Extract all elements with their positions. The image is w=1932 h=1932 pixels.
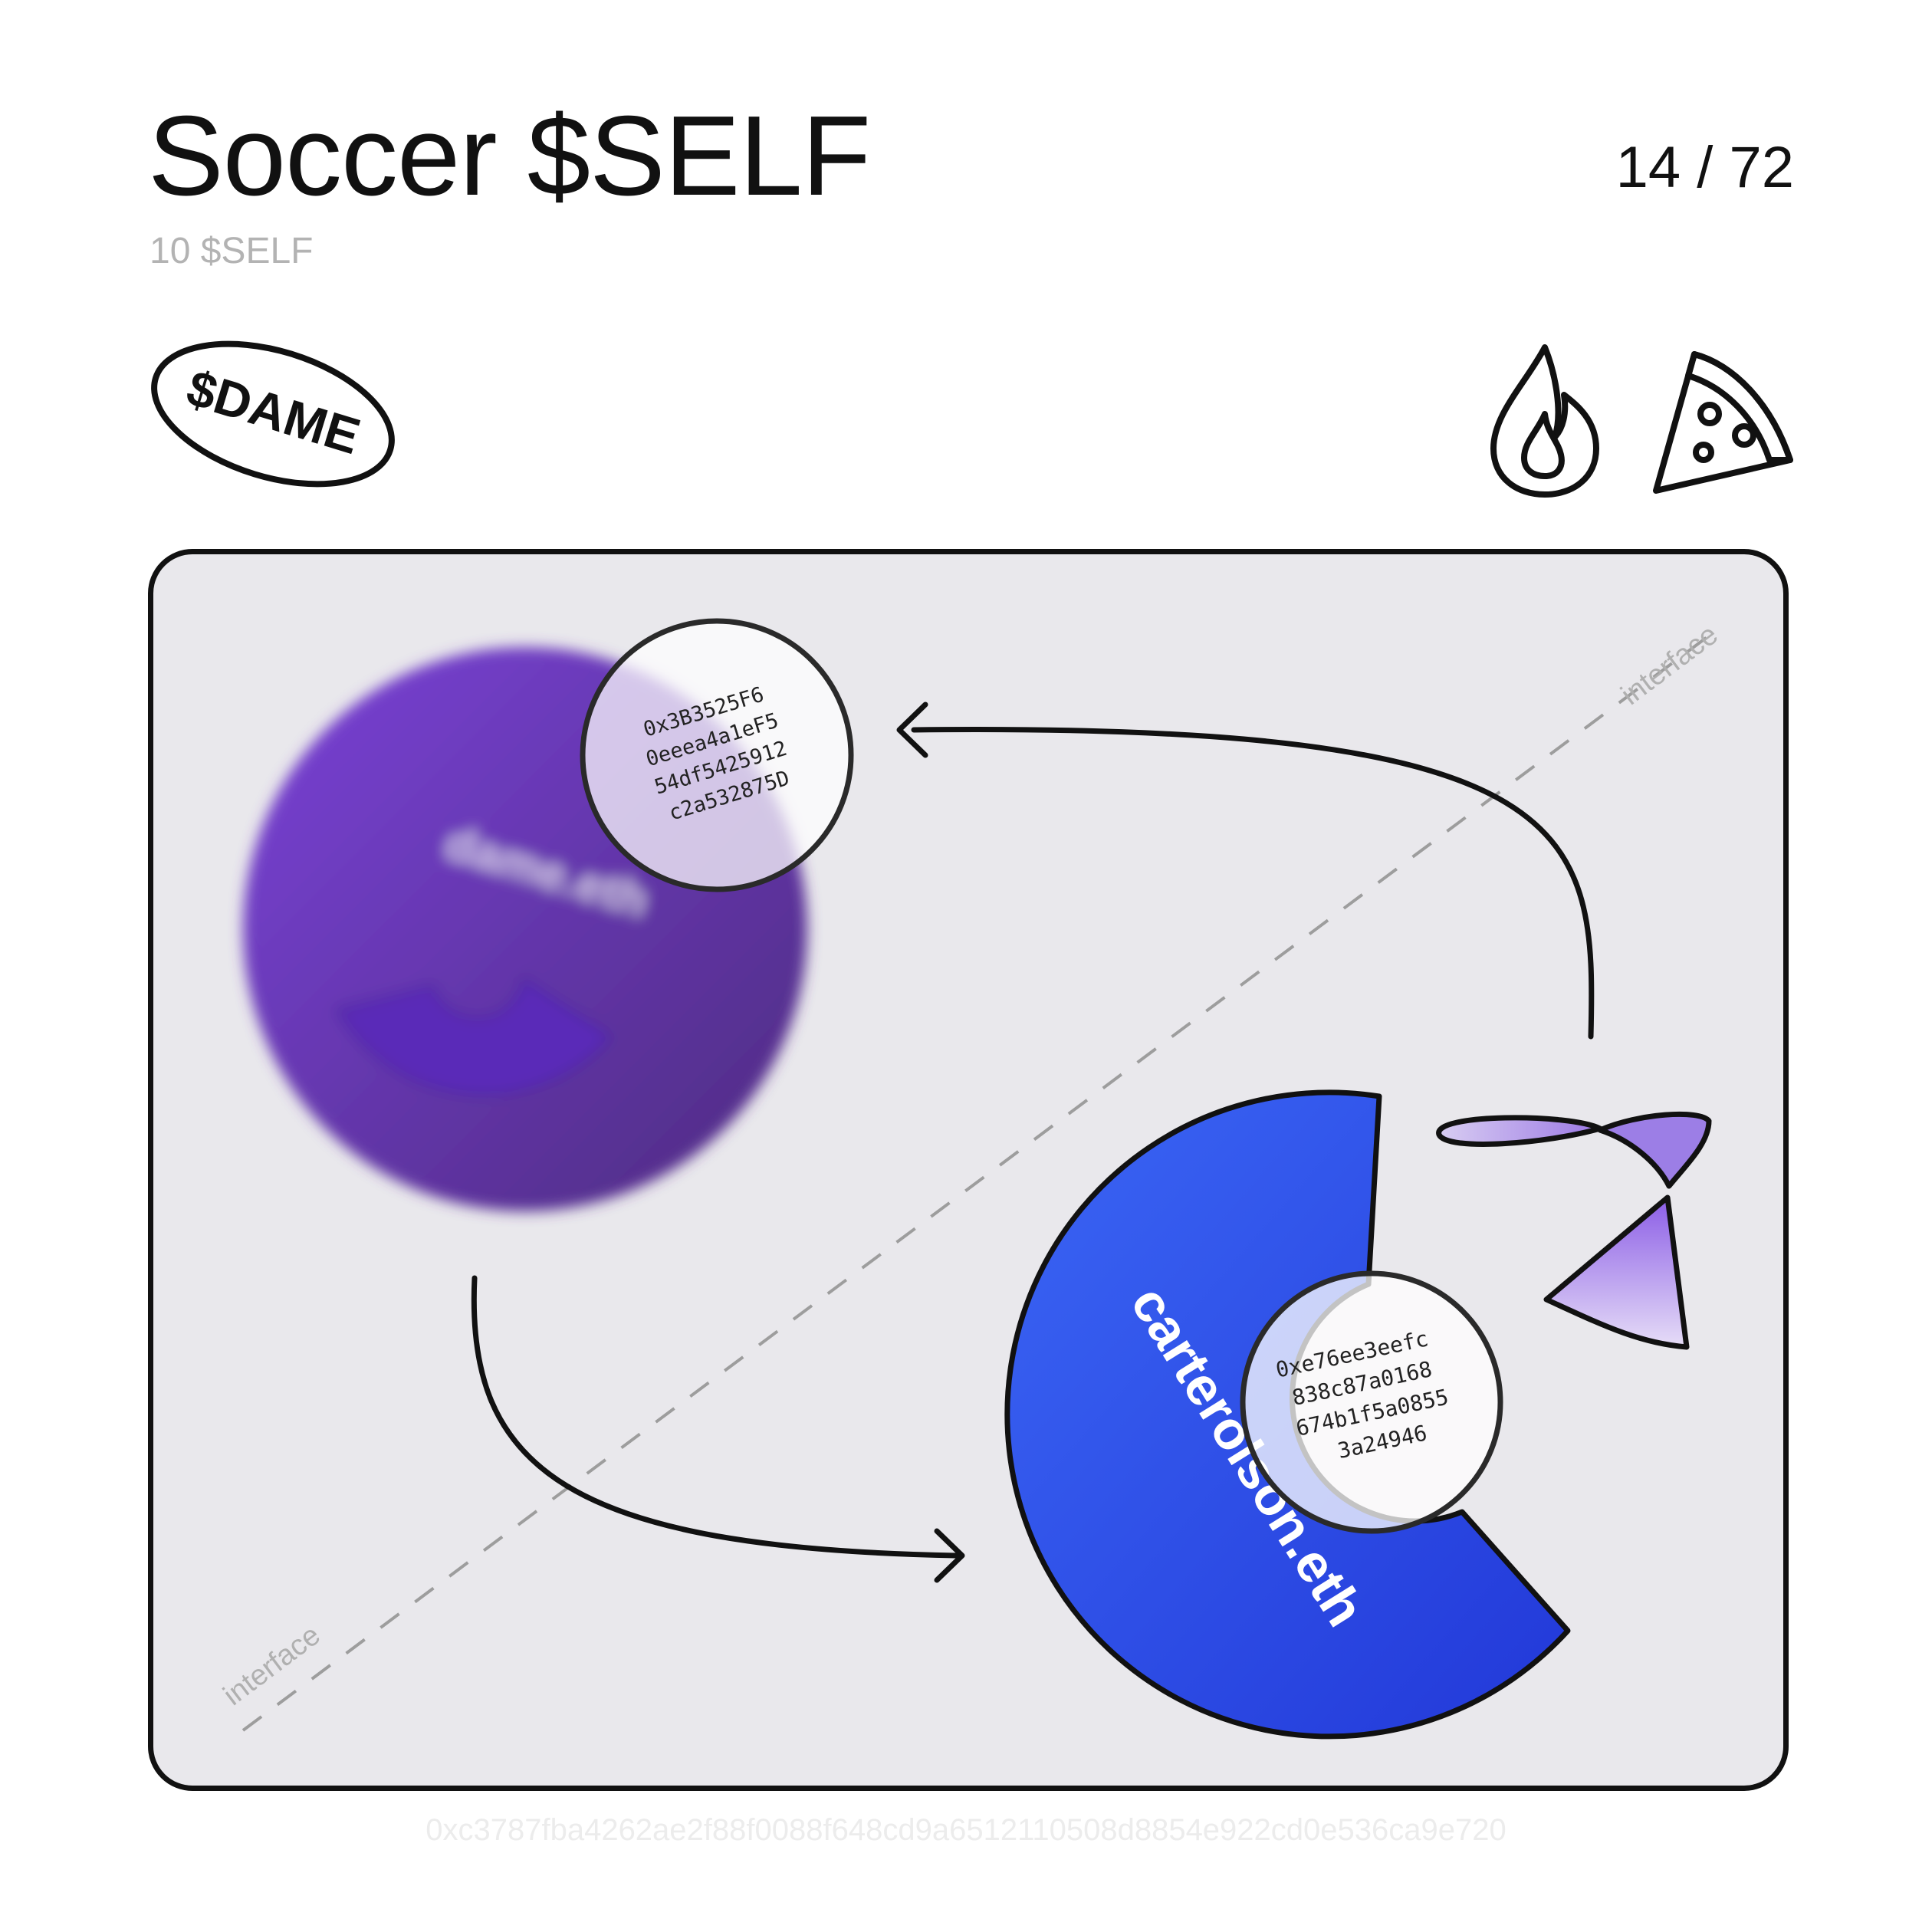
receiver-address-lens: 0xe76ee3eefc 838c87a0168 674b1f5a0855 3a… <box>1240 1270 1503 1534</box>
transfer-illustration: interface interface dame.eth 0x3B3525F6 … <box>148 549 1789 1791</box>
interface-label-top: interface <box>1615 619 1724 711</box>
floating-petals <box>1436 1111 1712 1350</box>
transfer-arrow <box>471 1275 959 1559</box>
sender-address-lens: 0x3B3525F6 0eeea4a1eF5 54df5425912 c2a53… <box>580 618 854 892</box>
interface-divider <box>242 632 1713 1732</box>
transfer-arrowhead <box>934 1528 965 1583</box>
transaction-hash: 0xc3787fba4262ae2f88f0088f648cd9a6512110… <box>426 1813 1506 1847</box>
return-arrow <box>911 727 1595 1040</box>
flame-icon <box>1490 344 1599 498</box>
pizza-icon <box>1653 351 1793 494</box>
token-amount: 10 $SELF <box>150 231 314 271</box>
page-title: Soccer $SELF <box>148 93 871 219</box>
interface-label-bottom: interface <box>218 1619 327 1712</box>
edition-counter: 14 / 72 <box>1615 135 1794 200</box>
ticker-badge: $DAME <box>151 340 395 488</box>
return-arrowhead <box>896 702 928 758</box>
